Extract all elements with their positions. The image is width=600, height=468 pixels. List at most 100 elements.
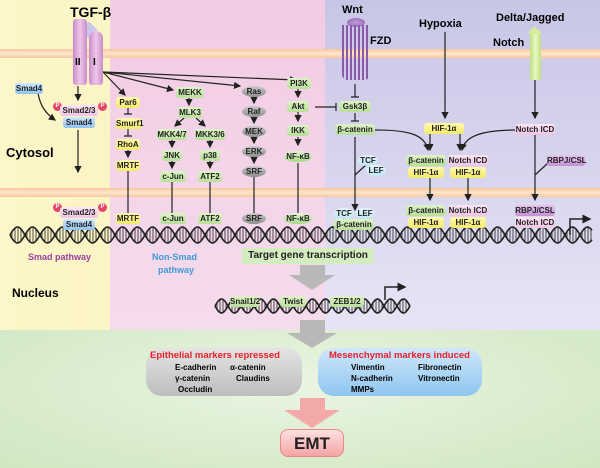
jnk-node: JNK — [162, 150, 182, 161]
receptor-type1 — [89, 31, 103, 85]
notch-icd-nuclear: Notch ICD — [515, 217, 555, 228]
mesenchymal-marker: Vimentin — [351, 363, 385, 372]
phospho-icon: P — [98, 102, 107, 111]
mkk47-node: MKK4/7 — [157, 129, 187, 140]
hif1a-node: HIF-1α — [424, 123, 464, 134]
bcatenin-hif-nuclear-b: β-catenin — [406, 205, 446, 216]
mesenchymal-markers-title: Mesenchymal markers induced — [329, 350, 470, 361]
epithelial-marker: E-cadherin — [175, 363, 217, 372]
lef-nuclear: LEF — [355, 208, 375, 219]
bcatenin-hif-complex-b: β-catenin — [406, 155, 446, 166]
mlk3-node: MLK3 — [178, 107, 202, 118]
ikk-node: IKK — [287, 125, 309, 136]
inhibit-par6-smurf1 — [124, 108, 132, 115]
nuclear-membrane — [0, 188, 600, 197]
rbpj-nuclear: RBPJ/CSL — [515, 205, 555, 216]
bcatenin-hif-complex-h: HIF-1α — [408, 167, 444, 178]
mesenchymal-marker: Vitronectin — [418, 374, 460, 383]
mrtf-nuclear: MRTF — [116, 213, 140, 224]
notch-label: Notch — [493, 37, 525, 49]
inhibit-gsk3b-bcatenin — [351, 113, 359, 122]
par6-node: Par6 — [116, 97, 140, 108]
receptor-type1-label: I — [93, 57, 96, 68]
bcatenin-nuclear: β-catenin — [334, 219, 374, 230]
notch-hif-nuclear-h: HIF-1α — [450, 217, 486, 228]
arrow-smad4-join — [37, 92, 56, 121]
epithelial-marker: Claudins — [236, 374, 270, 383]
epithelial-marker: Occludin — [178, 385, 213, 394]
ras-node: Ras — [242, 86, 266, 97]
wnt-ligand-label: Wnt — [342, 4, 363, 16]
nfkb-nuclear: NF-κB — [284, 213, 312, 224]
fzd-label: FZD — [370, 35, 392, 47]
notch-receptor — [530, 34, 541, 80]
rbpj-node: RBPJ/CSL — [547, 155, 587, 166]
epithelial-markers-box — [146, 348, 302, 396]
mesenchymal-marker: Fibronectin — [418, 363, 462, 372]
notch-hif-nuclear-n: Notch ICD — [448, 205, 488, 216]
emt-outcome: EMT — [280, 429, 344, 457]
nonsmad-pathway-label-2: pathway — [158, 265, 195, 275]
gsk3b-node: Gsk3β — [339, 101, 371, 112]
smad4-nuclear: Smad4 — [63, 219, 95, 230]
dna-strand — [9, 226, 593, 244]
mek-node: MEK — [242, 126, 266, 137]
notch-icd-node: Notch ICD — [515, 124, 555, 135]
nonsmad-pathway-label-1: Non-Smad — [152, 252, 197, 262]
lef-node: LEF — [366, 165, 386, 176]
hypoxia-label: Hypoxia — [419, 18, 462, 30]
smad4-complex: Smad4 — [63, 117, 95, 128]
srf-node: SRF — [242, 166, 266, 177]
plasma-membrane — [0, 49, 600, 58]
receptor-type2 — [73, 19, 87, 85]
down-arrow-1 — [289, 265, 335, 290]
inhibit-smurf1-rhoa — [124, 129, 132, 137]
dna-strand — [214, 298, 411, 314]
raf-node: Raf — [242, 106, 266, 117]
arrow-to-par6 — [102, 71, 126, 96]
mkk36-node: MKK3/6 — [195, 129, 225, 140]
tcf-nuclear: TCF — [334, 208, 354, 219]
arrow-to-ras — [102, 71, 242, 89]
inhibit-fzd-gsk3b — [351, 84, 359, 98]
rbpj-connector — [534, 162, 549, 176]
mrtf-node: MRTF — [116, 160, 140, 171]
twist-node: Twist — [280, 296, 306, 307]
arrow-to-mekk — [102, 71, 175, 92]
smad-pathway-label: Smad pathway — [28, 252, 92, 262]
snail-node: Snail1/2 — [230, 296, 261, 307]
smad4-free: Smad4 — [15, 83, 43, 94]
cjun-nuclear: c-Jun — [160, 213, 186, 224]
epithelial-marker: α-catenin — [230, 363, 266, 372]
akt-node: Akt — [287, 101, 309, 112]
phospho-icon: P — [53, 102, 62, 111]
tgfb-ligand-label: TGF-β — [70, 4, 112, 20]
atf2-node: ATF2 — [198, 171, 222, 182]
atf2-nuclear: ATF2 — [198, 213, 222, 224]
notch-hif-complex-n: Notch ICD — [448, 155, 488, 166]
dna-helix-main — [9, 226, 593, 244]
bcatenin-node: β-catenin — [335, 124, 375, 135]
zeb-node: ZEB1/2 — [330, 296, 364, 307]
target-gene-transcription: Target gene transcription — [242, 248, 374, 264]
cjun-node: c-Jun — [160, 171, 186, 182]
mesenchymal-marker: MMPs — [351, 385, 375, 394]
tss-arrow-2 — [384, 282, 407, 300]
mesenchymal-marker: N-cadherin — [351, 374, 393, 383]
tcf-node: TCF — [358, 155, 378, 166]
srf-nuclear: SRF — [242, 213, 266, 224]
erk-node: ERK — [242, 146, 266, 157]
phospho-icon: P — [53, 203, 62, 212]
phospho-icon: P — [98, 203, 107, 212]
pi3k-node: PI3K — [287, 78, 311, 89]
nucleus-label: Nucleus — [12, 286, 59, 300]
arrow-to-pi3k — [102, 71, 298, 84]
rhoa-node: RhoA — [116, 139, 140, 150]
mekk-node: MEKK — [176, 87, 204, 98]
smad23-complex: Smad2/3 — [60, 105, 98, 116]
cytosol-label: Cytosol — [6, 145, 54, 160]
notch-hif-complex-h: HIF-1α — [450, 167, 486, 178]
epithelial-markers-title: Epithelial markers repressed — [150, 350, 280, 361]
